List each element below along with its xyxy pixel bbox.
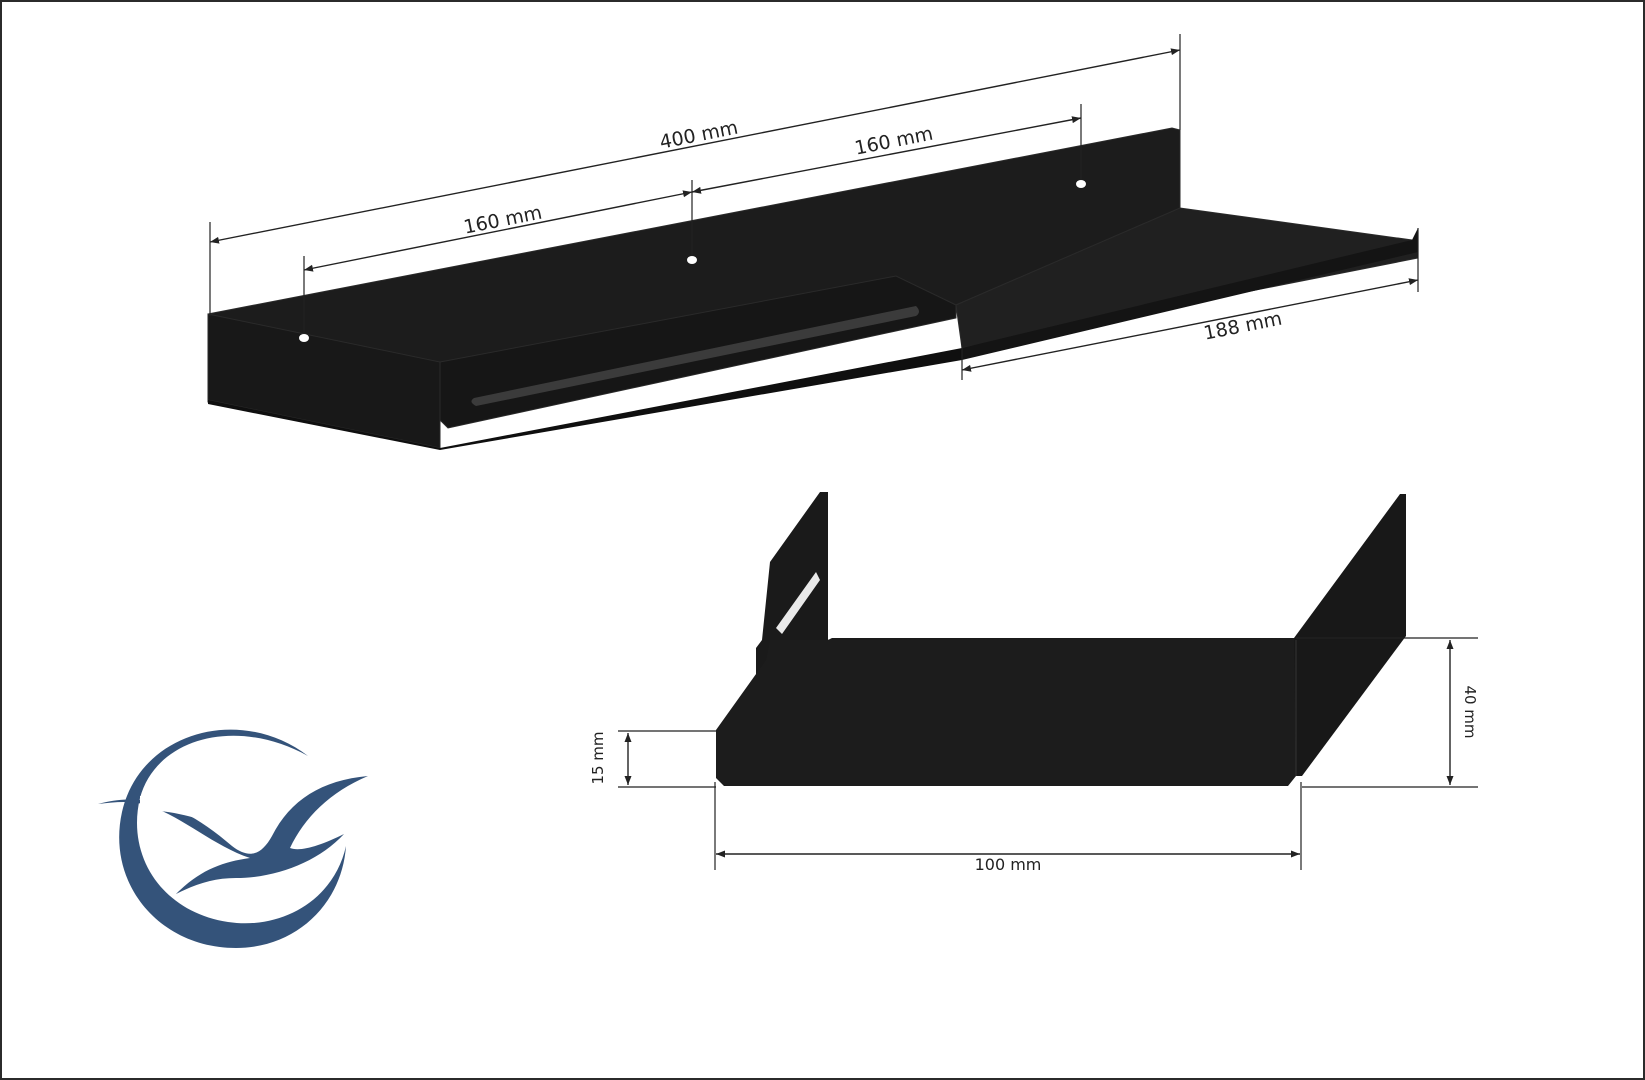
mounting-hole-middle	[687, 256, 697, 264]
mounting-hole-right	[1076, 180, 1086, 188]
shelf-perspective-view	[207, 127, 1419, 450]
profile-flange-slot	[776, 572, 820, 634]
profile-left-flange	[756, 492, 1300, 706]
dim-label-40mm: 40 mm	[1461, 685, 1479, 738]
dim-label-400mm: 400 mm	[658, 117, 740, 154]
shelf-profile-view	[716, 492, 1406, 786]
bird-moon-logo	[98, 729, 368, 948]
mounting-hole-left	[299, 334, 309, 342]
crescent-moon-shape	[119, 729, 347, 948]
dim-label-160mm-left: 160 mm	[462, 202, 544, 239]
dim-line-160mm-left	[303, 190, 693, 272]
dim-label-188mm: 188 mm	[1202, 308, 1284, 345]
profile-right-flange	[1294, 494, 1406, 776]
bottom-dimensions: 100 mm 15 mm 40 mm	[589, 637, 1479, 874]
profile-floor-plate	[716, 638, 1296, 786]
dim-line-188mm	[961, 278, 1419, 372]
shelf-drain-slot	[471, 306, 919, 406]
dim-label-100mm: 100 mm	[975, 855, 1042, 874]
dim-label-15mm: 15 mm	[589, 731, 607, 784]
dim-line-160mm-right	[691, 116, 1082, 194]
